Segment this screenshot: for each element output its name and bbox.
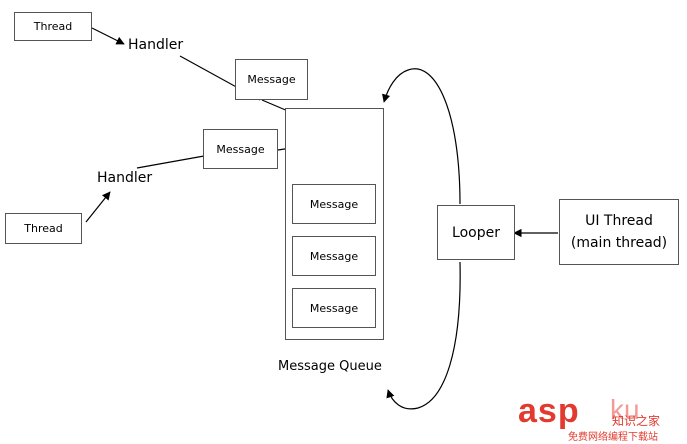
watermark-subtitle: 免费网络编程下载站 (568, 432, 658, 443)
looper-upper-arc (382, 68, 461, 205)
site-watermark: asp ku 知识之家 免费网络编程下载站 (512, 392, 684, 443)
watermark-brand-suffix: ku (610, 394, 640, 425)
handler-label-bottom: Handler (97, 170, 153, 186)
arrow-thread-to-handler-bottom (85, 191, 111, 223)
watermark-brand-cn: 知识之家 (612, 414, 661, 428)
arrow-thread-to-handler-top (91, 27, 125, 45)
queue-message-1: Message (292, 184, 376, 224)
queue-message-3: Message (292, 288, 376, 328)
thread-box-bottom: Thread (5, 213, 82, 244)
ui-thread-box: UI Thread (main thread) (559, 199, 679, 265)
thread-box-top: Thread (14, 12, 92, 41)
queue-message-2: Message (292, 236, 376, 276)
ui-thread-title: UI Thread (585, 213, 653, 229)
ui-thread-subtitle: (main thread) (570, 235, 668, 251)
message-box-top: Message (235, 59, 308, 100)
line-handler-bottom-to-message (136, 155, 205, 169)
message-queue-label: Message Queue (278, 359, 382, 374)
handler-label-top: Handler (128, 37, 184, 53)
looper-box: Looper (437, 205, 515, 260)
watermark-brand: asp (518, 392, 580, 430)
looper-lower-arc (386, 261, 461, 410)
message-box-mid: Message (203, 129, 278, 169)
